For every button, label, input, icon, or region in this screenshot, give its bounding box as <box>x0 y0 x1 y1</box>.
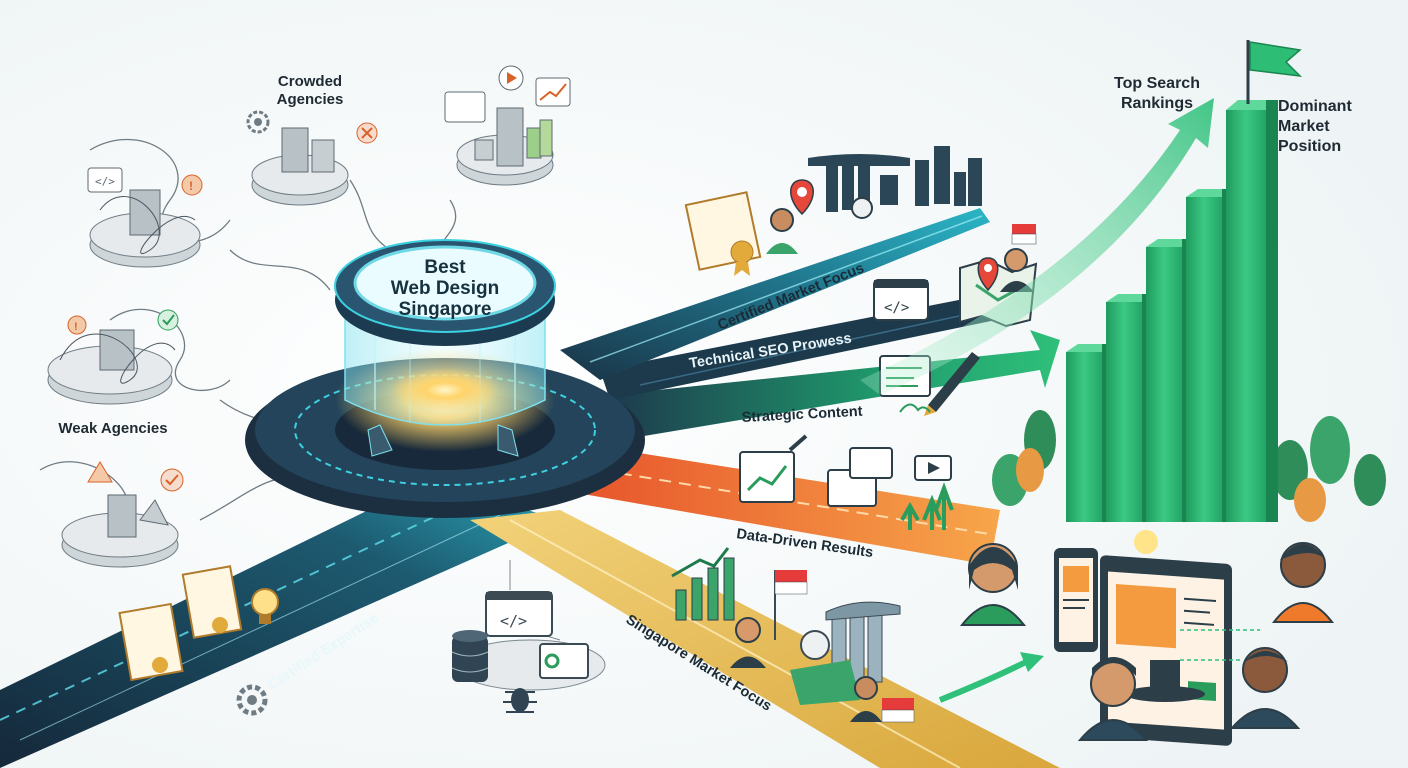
person-icon <box>1229 647 1301 729</box>
certificate-icon <box>118 565 243 682</box>
code-window-icon: </> <box>873 279 929 321</box>
certificate-icon <box>684 191 762 276</box>
flag-icon <box>1246 40 1303 104</box>
agency-platform-5 <box>61 494 179 568</box>
agency-platform-crowded <box>251 127 349 206</box>
road-strategic-content <box>610 330 1060 440</box>
svg-text:!: ! <box>189 179 193 193</box>
hub-title-line1: Best <box>424 257 466 278</box>
svg-text:!: ! <box>74 321 78 333</box>
check-icon <box>157 309 179 331</box>
weak-agencies-label: Weak Agencies <box>58 420 167 437</box>
phone-icon <box>1054 548 1098 652</box>
bug-icon <box>503 688 537 713</box>
dominant-label-line3: Position <box>1278 138 1341 155</box>
growth-arrow <box>860 98 1214 395</box>
person-icon <box>1271 542 1335 623</box>
message-window-icon <box>827 447 952 507</box>
hub-title-line2: Web Design <box>391 278 499 299</box>
gear-icon <box>236 684 268 716</box>
chart-icon <box>739 434 808 503</box>
cross-icon <box>356 122 378 144</box>
top-search-label-line1: Top Search <box>1114 75 1200 92</box>
map-pin-icon <box>790 179 814 216</box>
path-label-strategic-content: Strategic Content <box>741 404 863 426</box>
person-icon <box>766 208 798 254</box>
person-icon <box>959 543 1027 626</box>
alert-icon: ! <box>181 174 203 196</box>
connector-lines <box>1180 629 1260 661</box>
database-icon <box>451 630 489 682</box>
pen-icon <box>899 352 980 416</box>
check-icon <box>160 468 184 492</box>
lightbulb-icon <box>251 588 279 624</box>
connector-arrowhead <box>1020 652 1044 672</box>
crowded-agencies-label-line1: Crowded <box>278 73 342 90</box>
flag-icon <box>1011 224 1037 245</box>
flag-icon <box>774 570 808 640</box>
singapore-landmarks-lower <box>790 601 901 705</box>
growth-bar-5 <box>1226 100 1278 522</box>
code-window-icon: </> <box>485 591 553 637</box>
chart-icon <box>671 547 735 621</box>
weak-agency-cluster <box>39 139 457 521</box>
agency-platform-3 <box>456 107 554 186</box>
connector-arrow <box>938 657 1032 703</box>
person-icon <box>850 676 882 722</box>
growth-bar-chart <box>1066 100 1278 522</box>
crowded-agencies-label-line2: Agencies <box>277 91 344 108</box>
svg-text:</>: </> <box>884 300 909 316</box>
top-search-label-line2: Rankings <box>1121 95 1193 112</box>
svg-text:</>: </> <box>95 175 115 188</box>
flag-icon <box>881 698 915 723</box>
code-icon: </> <box>87 167 123 193</box>
singapore-skyline <box>808 146 982 219</box>
person-icon <box>730 617 766 668</box>
monitor-icon <box>1100 530 1232 746</box>
svg-text:</>: </> <box>500 612 527 630</box>
map-pin-icon <box>977 257 999 292</box>
agency-platform-1 <box>89 189 201 268</box>
road-certified-market-focus <box>560 208 990 380</box>
settings-window-icon <box>539 643 589 679</box>
hub-title-line3: Singapore <box>399 299 492 320</box>
gear-icon <box>246 110 270 134</box>
agency-platform-weak <box>47 329 176 405</box>
dominant-label-line1: Dominant <box>1278 98 1352 115</box>
up-arrows-icon <box>900 482 954 530</box>
road-data-driven-results <box>560 450 1000 565</box>
dominant-label-line2: Market <box>1278 118 1330 135</box>
person-icon <box>1000 248 1034 292</box>
person-icon <box>1077 657 1149 741</box>
alert-icon: ! <box>67 315 87 335</box>
central-hub <box>245 239 645 518</box>
chart-icon <box>444 65 571 123</box>
alert-icon <box>87 461 113 483</box>
